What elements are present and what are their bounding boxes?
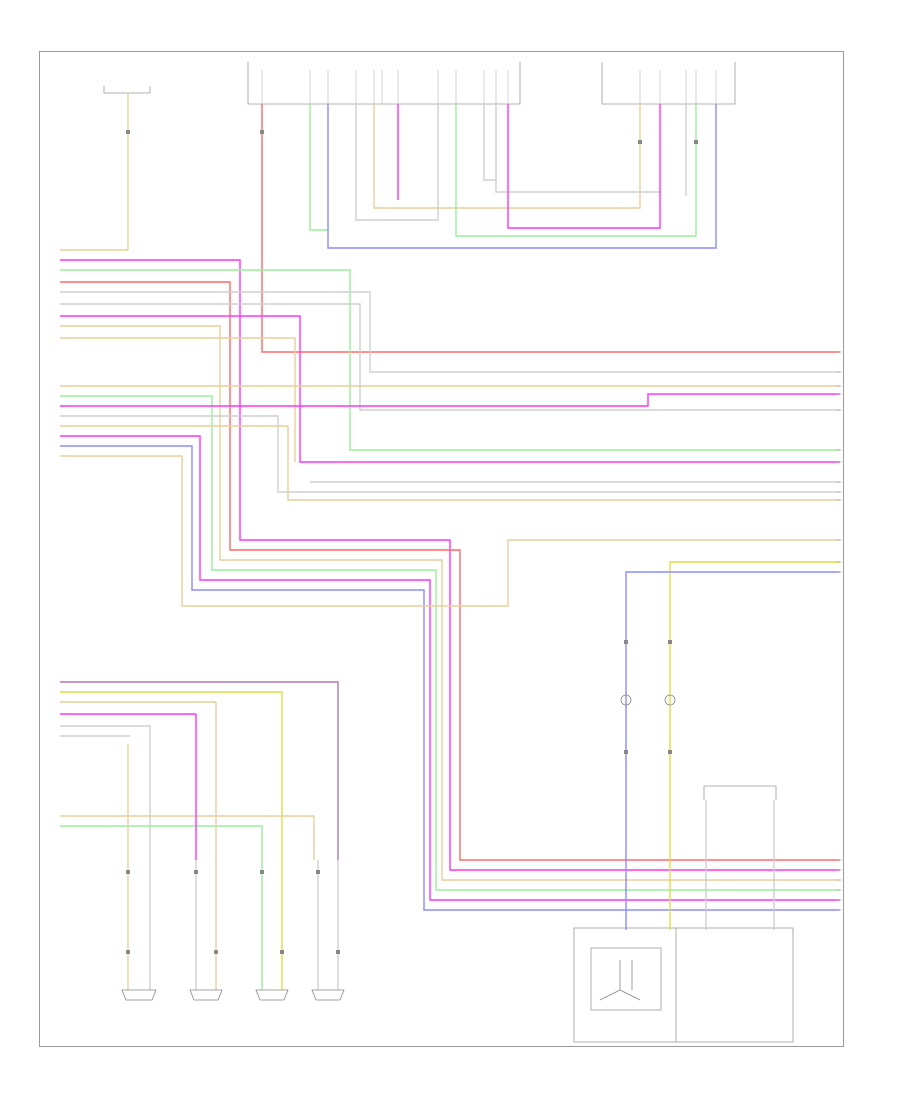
connector-icon — [126, 130, 698, 954]
fuse-icon — [620, 694, 676, 706]
top-connector-pins — [261, 70, 717, 104]
right-harness — [310, 481, 840, 930]
ground-icon — [599, 960, 641, 1001]
top-center-module — [103, 62, 794, 1043]
lower-left-bundle — [60, 681, 339, 860]
speaker-icon — [121, 989, 345, 1001]
top-module-wires — [261, 104, 840, 353]
right-edge-pins — [836, 351, 842, 911]
diagram-frame — [39, 51, 844, 1047]
speaker-drops — [127, 860, 339, 990]
left-bundle-2 — [60, 385, 840, 911]
left-bundle-1 — [60, 249, 840, 881]
